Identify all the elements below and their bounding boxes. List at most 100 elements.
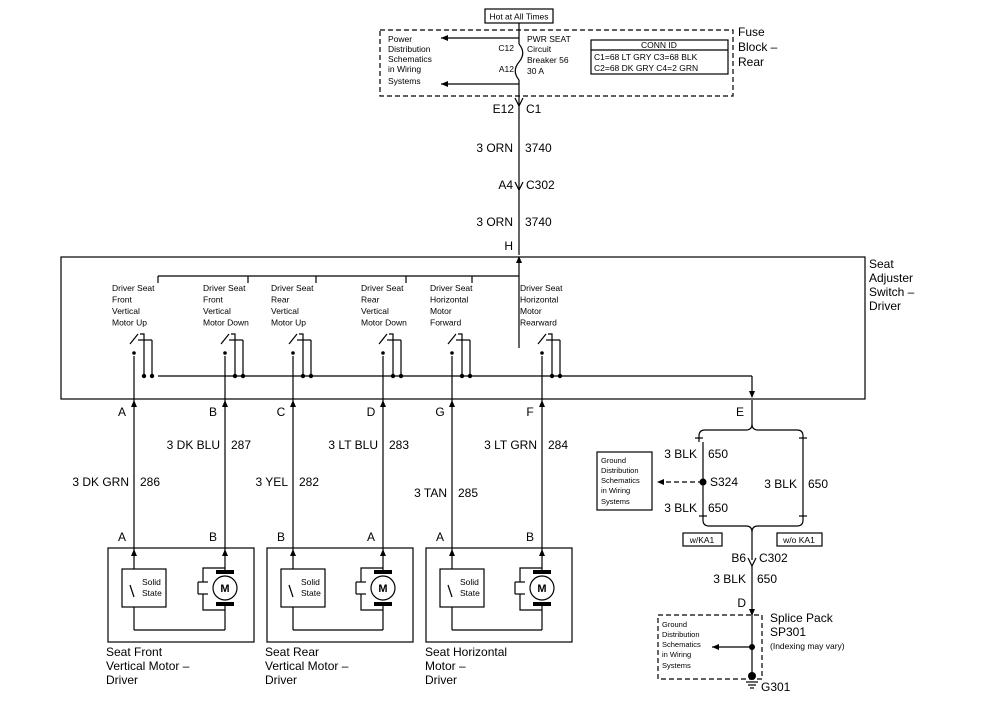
svg-text:Power: Power (388, 34, 412, 44)
connector-c302: C302 (526, 178, 555, 192)
switch-contact-2-label-2: Front (203, 295, 223, 305)
switch-contact-1-label-1: Driver Seat (112, 283, 155, 293)
svg-text:Breaker 56: Breaker 56 (527, 55, 569, 65)
svg-text:Fuse: Fuse (738, 25, 765, 39)
option-wo-ka1: w/o KA1 (782, 535, 815, 545)
breaker-label: PWR SEAT Circuit Breaker 56 30 A (527, 34, 571, 76)
svg-text:Seat Front: Seat Front (106, 645, 163, 659)
svg-text:Driver: Driver (869, 299, 901, 313)
svg-text:Adjuster: Adjuster (869, 271, 913, 285)
wire-282-circuit: 282 (299, 475, 319, 489)
wire-287-circuit: 287 (231, 438, 251, 452)
ground-distribution-ref-2-l3: Schematics (662, 640, 701, 649)
motor-1-solid-state-box (121, 568, 167, 608)
switch-contact-4-label-2: Rear (361, 295, 380, 305)
hot-at-all-times-label: Hot at All Times (489, 12, 548, 22)
svg-text:Schematics: Schematics (601, 476, 640, 485)
switch-contact-1-label-4: Motor Up (112, 318, 147, 328)
svg-text:Systems: Systems (601, 497, 630, 506)
wire-650-right-color: 3 BLK (764, 477, 797, 491)
wire-650-bot-circuit: 650 (708, 501, 728, 515)
motor1-m-label: M (220, 583, 229, 595)
svg-text:Seat Rear: Seat Rear (265, 645, 319, 659)
conn-id-table (590, 39, 729, 75)
motor-3 (425, 547, 573, 643)
motor-1-m-symbol (212, 575, 238, 601)
svg-text:Schematics: Schematics (388, 54, 432, 64)
switch-contact-5-label-2: Horizontal (430, 295, 468, 305)
splice-pack-name-2: SP301 (770, 625, 806, 639)
power-distribution-ref: Power Distribution Schematics in Wiring … (388, 34, 432, 86)
switch-contact-4-label-4: Motor Down (361, 318, 407, 328)
pin-d: D (737, 596, 746, 610)
connector-c302-symbol (514, 181, 524, 192)
pin-c12: C12 (498, 43, 514, 53)
wire-650-right-circuit: 650 (808, 477, 828, 491)
svg-text:Driver: Driver (265, 673, 297, 687)
switch-contact-3-label-1: Driver Seat (271, 283, 314, 293)
motor3-m-label: M (537, 583, 546, 595)
motor-2-solid-state-box (280, 568, 326, 608)
motor2-pin-left: B (277, 530, 285, 544)
option-wo-ka1-box (776, 532, 823, 547)
wire-650-bot-color: 3 BLK (664, 501, 697, 515)
motor-2 (266, 547, 414, 643)
switch-contact-2-label-1: Driver Seat (203, 283, 246, 293)
motor3-pin-left: A (436, 530, 444, 544)
wire-282-color: 3 YEL (256, 475, 289, 489)
switch-contact-5-label-1: Driver Seat (430, 283, 473, 293)
conn-id-row2: C2=68 DK GRY C4=2 GRN (594, 63, 698, 73)
motor3-pin-right: B (526, 530, 534, 544)
circuit-breaker-symbol (514, 43, 524, 81)
switch-contact-3-label-3: Vertical (271, 306, 299, 316)
switch-contact-6-label-2: Horizontal (520, 295, 558, 305)
switch-pin-e: E (736, 405, 744, 419)
switch-contact-6-label-4: Rearward (520, 318, 557, 328)
wire-285-color: 3 TAN (414, 486, 447, 500)
svg-text:Motor –: Motor – (425, 659, 466, 673)
motor3-solid-state-2: State (460, 588, 480, 598)
pin-b6: B6 (731, 551, 746, 565)
svg-text:Circuit: Circuit (527, 44, 552, 54)
svg-text:Driver: Driver (425, 673, 457, 687)
wire-3740-circuit: 3740 (525, 141, 552, 155)
ground-g301: G301 (761, 680, 791, 694)
pin-a12: A12 (499, 64, 514, 74)
connector-c302-ground: C302 (759, 551, 788, 565)
svg-text:Seat: Seat (869, 257, 894, 271)
seat-adjuster-switch-box (60, 256, 866, 400)
svg-text:Vertical Motor –: Vertical Motor – (106, 659, 190, 673)
svg-text:in Wiring: in Wiring (601, 486, 630, 495)
conn-id-title: CONN ID (641, 40, 677, 50)
motor1-solid-state-2: State (142, 588, 162, 598)
switch-contact-1-label-3: Vertical (112, 306, 140, 316)
switch-contact-3-label-2: Rear (271, 295, 290, 305)
motors (107, 547, 573, 643)
wire-650-circuit: 650 (757, 572, 777, 586)
switch-contact-4-label-3: Vertical (361, 306, 389, 316)
motor3-solid-state-1: Solid (460, 577, 479, 587)
pin-h: H (504, 239, 513, 253)
option-w-ka1-box (682, 532, 723, 547)
switch-pin-a: A (118, 405, 126, 419)
pin-e12: E12 (493, 102, 515, 116)
wire-286-color: 3 DK GRN (72, 475, 129, 489)
motor1-solid-state-1: Solid (142, 577, 161, 587)
ground-distribution-ref-2-l5: Systems (662, 661, 691, 670)
motor2-solid-state-1: Solid (301, 577, 320, 587)
motor2-pin-right: A (367, 530, 375, 544)
ground-distribution-ref-2-l1: Ground (662, 620, 687, 629)
wire-283-color: 3 LT BLU (328, 438, 378, 452)
motor3-name: Seat Horizontal Motor – Driver (425, 645, 507, 687)
switch-contact-3-label-4: Motor Up (271, 318, 306, 328)
svg-text:PWR SEAT: PWR SEAT (527, 34, 571, 44)
switch-pin-d: D (367, 405, 376, 419)
switch-pin-b: B (209, 405, 217, 419)
